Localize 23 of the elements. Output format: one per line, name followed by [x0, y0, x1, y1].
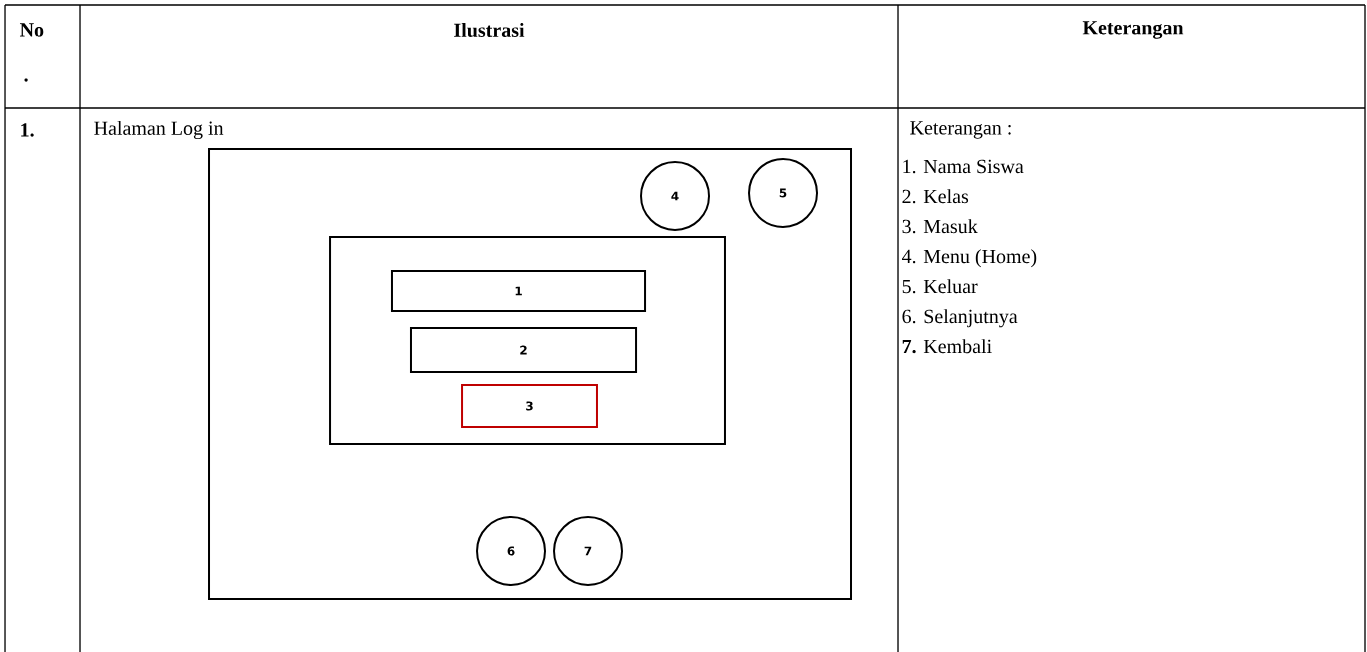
legend-item: 3. Masuk [902, 219, 978, 234]
legend-item: 1. Nama Siswa [903, 159, 1024, 174]
circle-button: 4 [640, 161, 710, 231]
page-title: Halaman Log in [94, 120, 224, 140]
legend-item: 6. Selanjutnya [902, 309, 1018, 328]
login-button: 3 [461, 384, 598, 428]
legend-item: 5. Keluar [902, 279, 978, 294]
legend-heading: Keterangan : [910, 121, 1011, 139]
circle-button: 7 [553, 516, 623, 586]
input-field: 1 [390, 270, 647, 312]
frame [208, 148, 852, 600]
column-header: Keterangan [1082, 21, 1184, 39]
circle-button: 5 [748, 158, 818, 228]
circle-button: 6 [476, 516, 546, 586]
panel [329, 236, 726, 445]
legend-item: 7. Kembali [902, 339, 992, 354]
column-header: No [20, 23, 44, 37]
row-number: 1. [21, 123, 34, 137]
column-header: . [24, 78, 28, 82]
input-field: 2 [410, 327, 638, 373]
column-header: Ilustrasi [454, 22, 525, 38]
legend-item: 4. Menu (Home) [902, 249, 1037, 268]
legend-item: 2. Kelas [902, 189, 969, 204]
